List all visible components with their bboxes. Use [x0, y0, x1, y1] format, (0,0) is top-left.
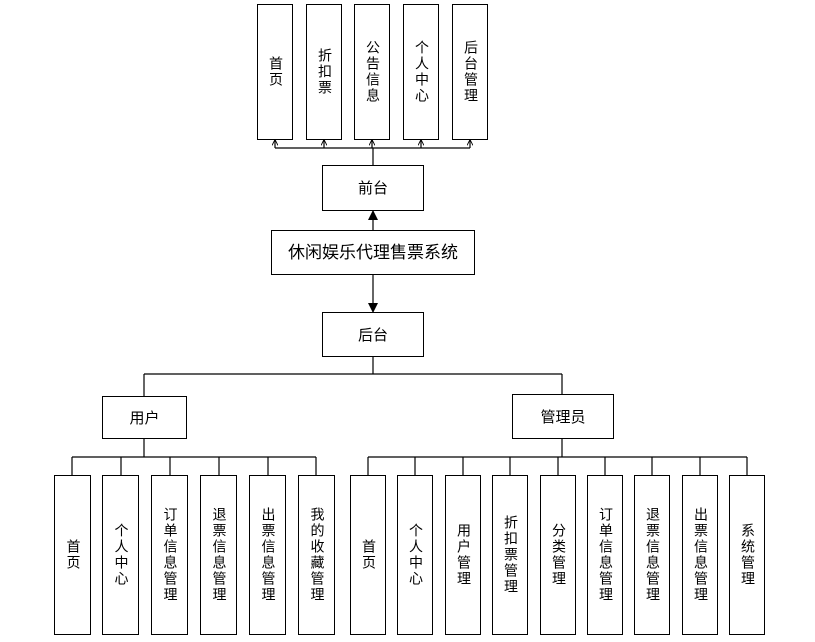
back-node: 后台	[322, 312, 424, 357]
front-item-1: 首页	[257, 4, 293, 140]
front-item-4: 个人中心	[403, 4, 439, 140]
user-node: 用户	[102, 396, 187, 439]
front-item-3: 公告信息	[354, 4, 390, 140]
user-item-1: 首页	[54, 475, 91, 635]
admin-item-1: 首页	[350, 475, 386, 635]
user-item-4: 退票信息管理	[200, 475, 237, 635]
root-node: 休闲娱乐代理售票系统	[271, 230, 475, 275]
admin-item-3: 用户管理	[445, 475, 481, 635]
admin-item-7: 退票信息管理	[634, 475, 670, 635]
admin-item-8: 出票信息管理	[682, 475, 718, 635]
front-node: 前台	[322, 165, 424, 211]
front-item-5: 后台管理	[452, 4, 488, 140]
admin-item-4: 折扣票管理	[492, 475, 528, 635]
admin-item-2: 个人中心	[397, 475, 433, 635]
user-item-5: 出票信息管理	[249, 475, 286, 635]
admin-item-5: 分类管理	[540, 475, 576, 635]
front-item-2: 折扣票	[306, 4, 342, 140]
admin-item-9: 系统管理	[729, 475, 765, 635]
user-item-6: 我的收藏管理	[298, 475, 335, 635]
admin-item-6: 订单信息管理	[587, 475, 623, 635]
user-item-3: 订单信息管理	[151, 475, 188, 635]
user-item-2: 个人中心	[102, 475, 139, 635]
admin-node: 管理员	[512, 394, 614, 439]
